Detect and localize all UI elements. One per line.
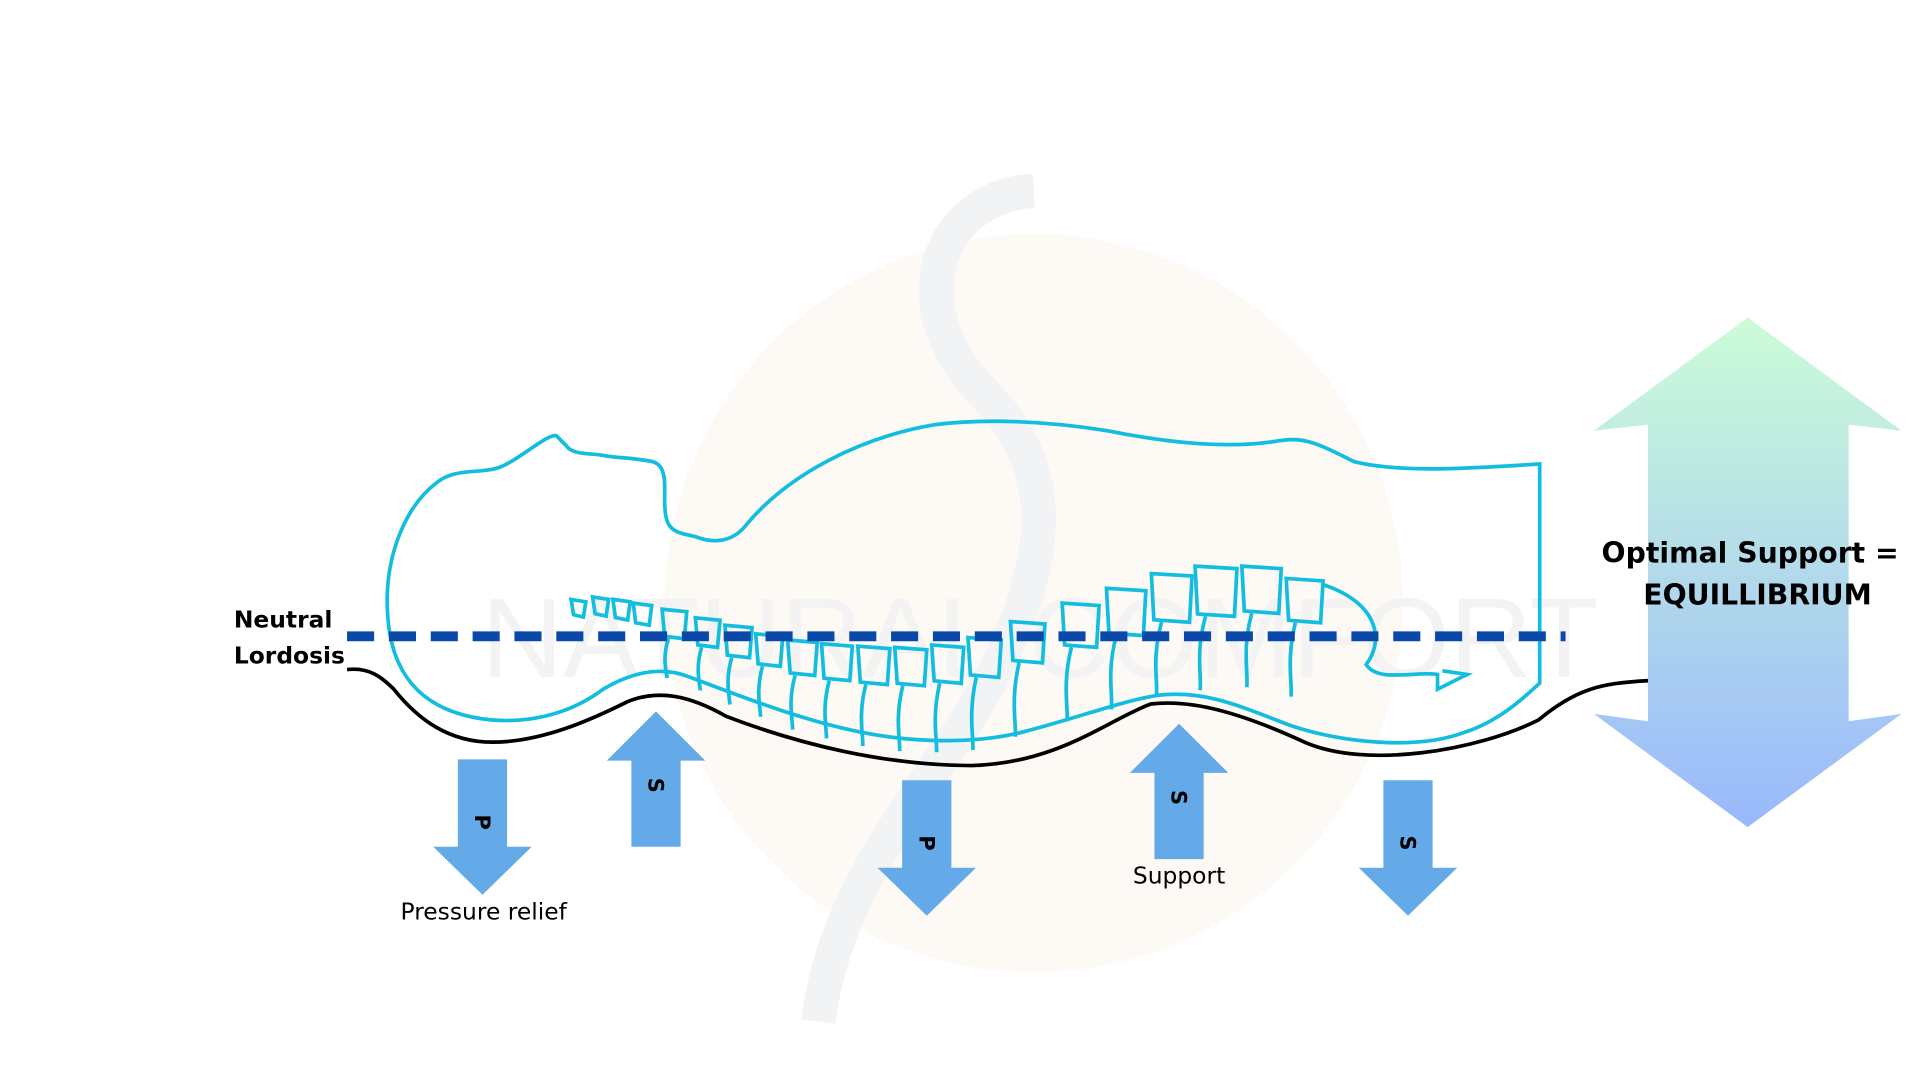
vertebra — [1008, 619, 1047, 737]
support-arrow-2: S — [1129, 723, 1229, 860]
arrow-letter: P — [914, 835, 938, 850]
body-outline — [385, 419, 1542, 745]
arrow-letter: S — [1396, 836, 1420, 851]
vertebra — [892, 645, 929, 752]
vertebra — [610, 597, 633, 623]
vertebra — [1193, 564, 1239, 691]
arrow-letter: P — [470, 814, 494, 829]
support-arrow-3: S — [1358, 780, 1458, 916]
optimal-support-label: Optimal Support = — [1602, 536, 1899, 569]
vertebra — [568, 597, 588, 620]
vertebra — [722, 623, 754, 705]
watermark-figure — [801, 173, 1056, 1024]
sacrum — [1322, 582, 1474, 693]
arrow-letter: S — [644, 778, 668, 793]
equilibrium-double-arrow — [1593, 317, 1902, 828]
mattress-surface-line — [346, 667, 1650, 768]
vertebra — [785, 637, 820, 730]
vertebra — [631, 600, 654, 628]
vertebra — [1239, 564, 1284, 688]
vertebra — [929, 642, 966, 753]
vertebra — [819, 641, 855, 739]
pressure-arrow-1: P — [433, 759, 532, 895]
pressure-arrow-2: P — [877, 780, 976, 916]
equilibrium-label: EQUILLIBRIUM — [1643, 578, 1872, 611]
vertebra — [1060, 601, 1102, 722]
vertebra — [590, 594, 611, 619]
vertebra — [855, 644, 892, 747]
arrow-letter: S — [1167, 790, 1191, 805]
support-arrow-1: S — [606, 711, 706, 847]
support-label: Support — [1133, 862, 1225, 890]
neutral-label-1: Neutral — [234, 606, 333, 634]
neutral-label-2: Lordosis — [234, 641, 345, 669]
pressure-relief-label: Pressure relief — [401, 897, 568, 925]
